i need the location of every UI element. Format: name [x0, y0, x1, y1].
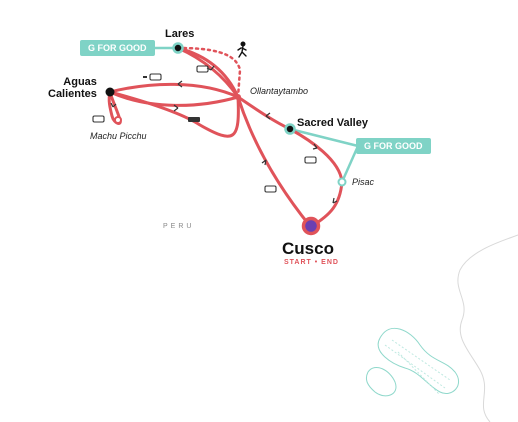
country-label: PERU — [163, 223, 195, 230]
ollantaytambo-label: Ollantaytambo — [250, 86, 309, 96]
coastline-decoration — [365, 234, 518, 422]
stop-markers — [105, 42, 347, 236]
lares-label: Lares — [165, 28, 195, 40]
machu-marker — [114, 116, 122, 124]
bus-icon — [92, 65, 317, 193]
start-end-label: START • END — [284, 259, 339, 266]
aguas-calientes-label: Aguas Calientes — [48, 76, 97, 100]
pisac-label: Pisac — [352, 177, 375, 187]
aguas-marker — [105, 87, 115, 97]
direction-arrows — [110, 65, 338, 204]
pisac-marker — [337, 177, 347, 187]
sacred-valley-marker — [284, 123, 296, 135]
machu-picchu-label: Machu Picchu — [90, 131, 147, 141]
lares-marker — [172, 42, 184, 54]
g-for-good-badge-lares: G FOR GOOD — [80, 40, 155, 56]
ollantaytambo-marker — [235, 94, 241, 100]
train-icon — [143, 76, 200, 122]
g-for-good-badge-sacred-valley: G FOR GOOD — [356, 138, 431, 154]
cusco-label: Cusco — [282, 239, 334, 258]
hiker-icon — [237, 41, 247, 58]
sacred-valley-label: Sacred Valley — [297, 117, 368, 129]
cusco-marker — [301, 216, 321, 236]
g-for-good-lines — [140, 46, 360, 183]
